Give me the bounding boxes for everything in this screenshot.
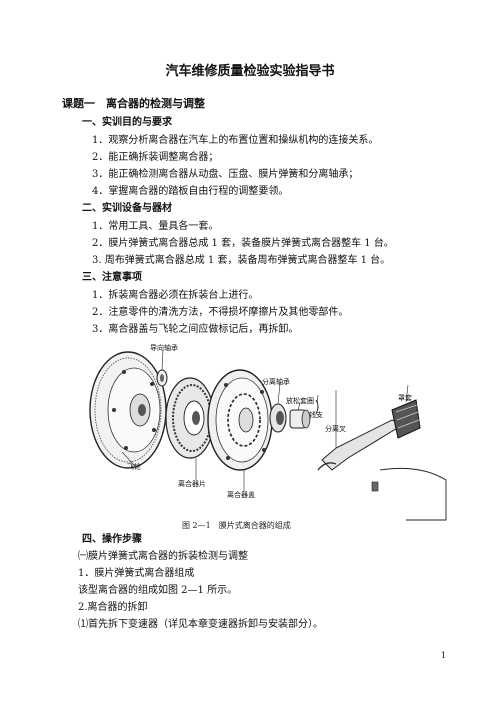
paragraph-line: 2.离合器的拆卸: [78, 602, 148, 613]
figure-label: 放松套圈: [286, 397, 314, 405]
list-item: 3. 周布弹簧式离合器总成 1 套，装备周布弹簧式离合器整车 1 台。: [92, 255, 391, 266]
section-heading: 一、实训目的与要求: [82, 117, 172, 128]
clutch-disc-drawing: [165, 377, 215, 480]
list-item: 2．注意零件的清洗方法，不得损坏摩擦片及其他零部件。: [92, 307, 349, 318]
figure-caption: 图 2—1 膜片式离合器的组成: [182, 521, 291, 530]
figure-label: 罩套: [398, 394, 412, 402]
list-item: 1．拆装离合器必须在拆装台上进行。: [92, 290, 259, 301]
paragraph-line: ㈠膜片弹簧式离合器的拆装检测与调整: [78, 551, 248, 562]
bolt-drawing: [371, 481, 379, 492]
figure-label: 飞轮: [127, 463, 141, 471]
list-item: 3．离合器盖与飞轮之间应做标记后，再拆卸。: [92, 324, 299, 335]
figure-label: 离合器片: [178, 480, 206, 488]
release-bearing-drawing: [269, 382, 287, 433]
page-number: 1: [441, 651, 447, 660]
list-item: 1．观察分析离合器在汽车上的布置位置和操纵机构的连接关系。: [92, 135, 379, 146]
figure-label: 分离轴承: [262, 378, 290, 386]
wire-clip-drawing: [315, 394, 319, 415]
housing-outline-drawing: [379, 467, 447, 521]
figure-label: 离合器盖: [227, 491, 255, 499]
paragraph-line: 该型离合器的组成如图 2—1 所示。: [78, 585, 238, 596]
paragraph-line: 1．膜片弹簧式离合器组成: [78, 568, 195, 579]
release-sleeve-drawing: [289, 402, 311, 429]
paragraph-line: ⑴首先拆下变速器（详见本章变速器拆卸与安装部分）。: [78, 619, 323, 630]
list-item: 4．掌握离合器的踏板自由行程的调整要领。: [92, 186, 289, 197]
section-heading: 三、注意事项: [82, 272, 142, 283]
list-item: 3．能正确检测离合器从动盘、压盘、膜片弹簧和分离轴承；: [92, 169, 359, 180]
list-item: 1．常用工具、量具各一套。: [92, 221, 219, 232]
pilot-bearing-drawing: [156, 349, 168, 387]
topic-heading: 课题一 离合器的检测与调整: [62, 97, 205, 110]
boot-drawing: [391, 384, 421, 439]
section-heading: 四、操作步骤: [82, 534, 142, 545]
clutch-cover-drawing: [207, 369, 273, 492]
figure-label: 钱支: [309, 411, 323, 419]
list-item: 2．能正确拆装调整离合器；: [92, 152, 219, 163]
list-item: 2．膜片弹簧式离合器总成 1 套，装备膜片弹簧式离合器整车 1 台。: [92, 238, 394, 249]
flywheel-drawing: [89, 351, 167, 469]
document-title: 汽车维修质量检验实验指导书: [165, 64, 335, 79]
figure-label: 分离叉: [325, 425, 346, 433]
section-heading: 二、实训设备与器材: [82, 203, 172, 214]
figure-label: 导向轴承: [150, 344, 178, 352]
